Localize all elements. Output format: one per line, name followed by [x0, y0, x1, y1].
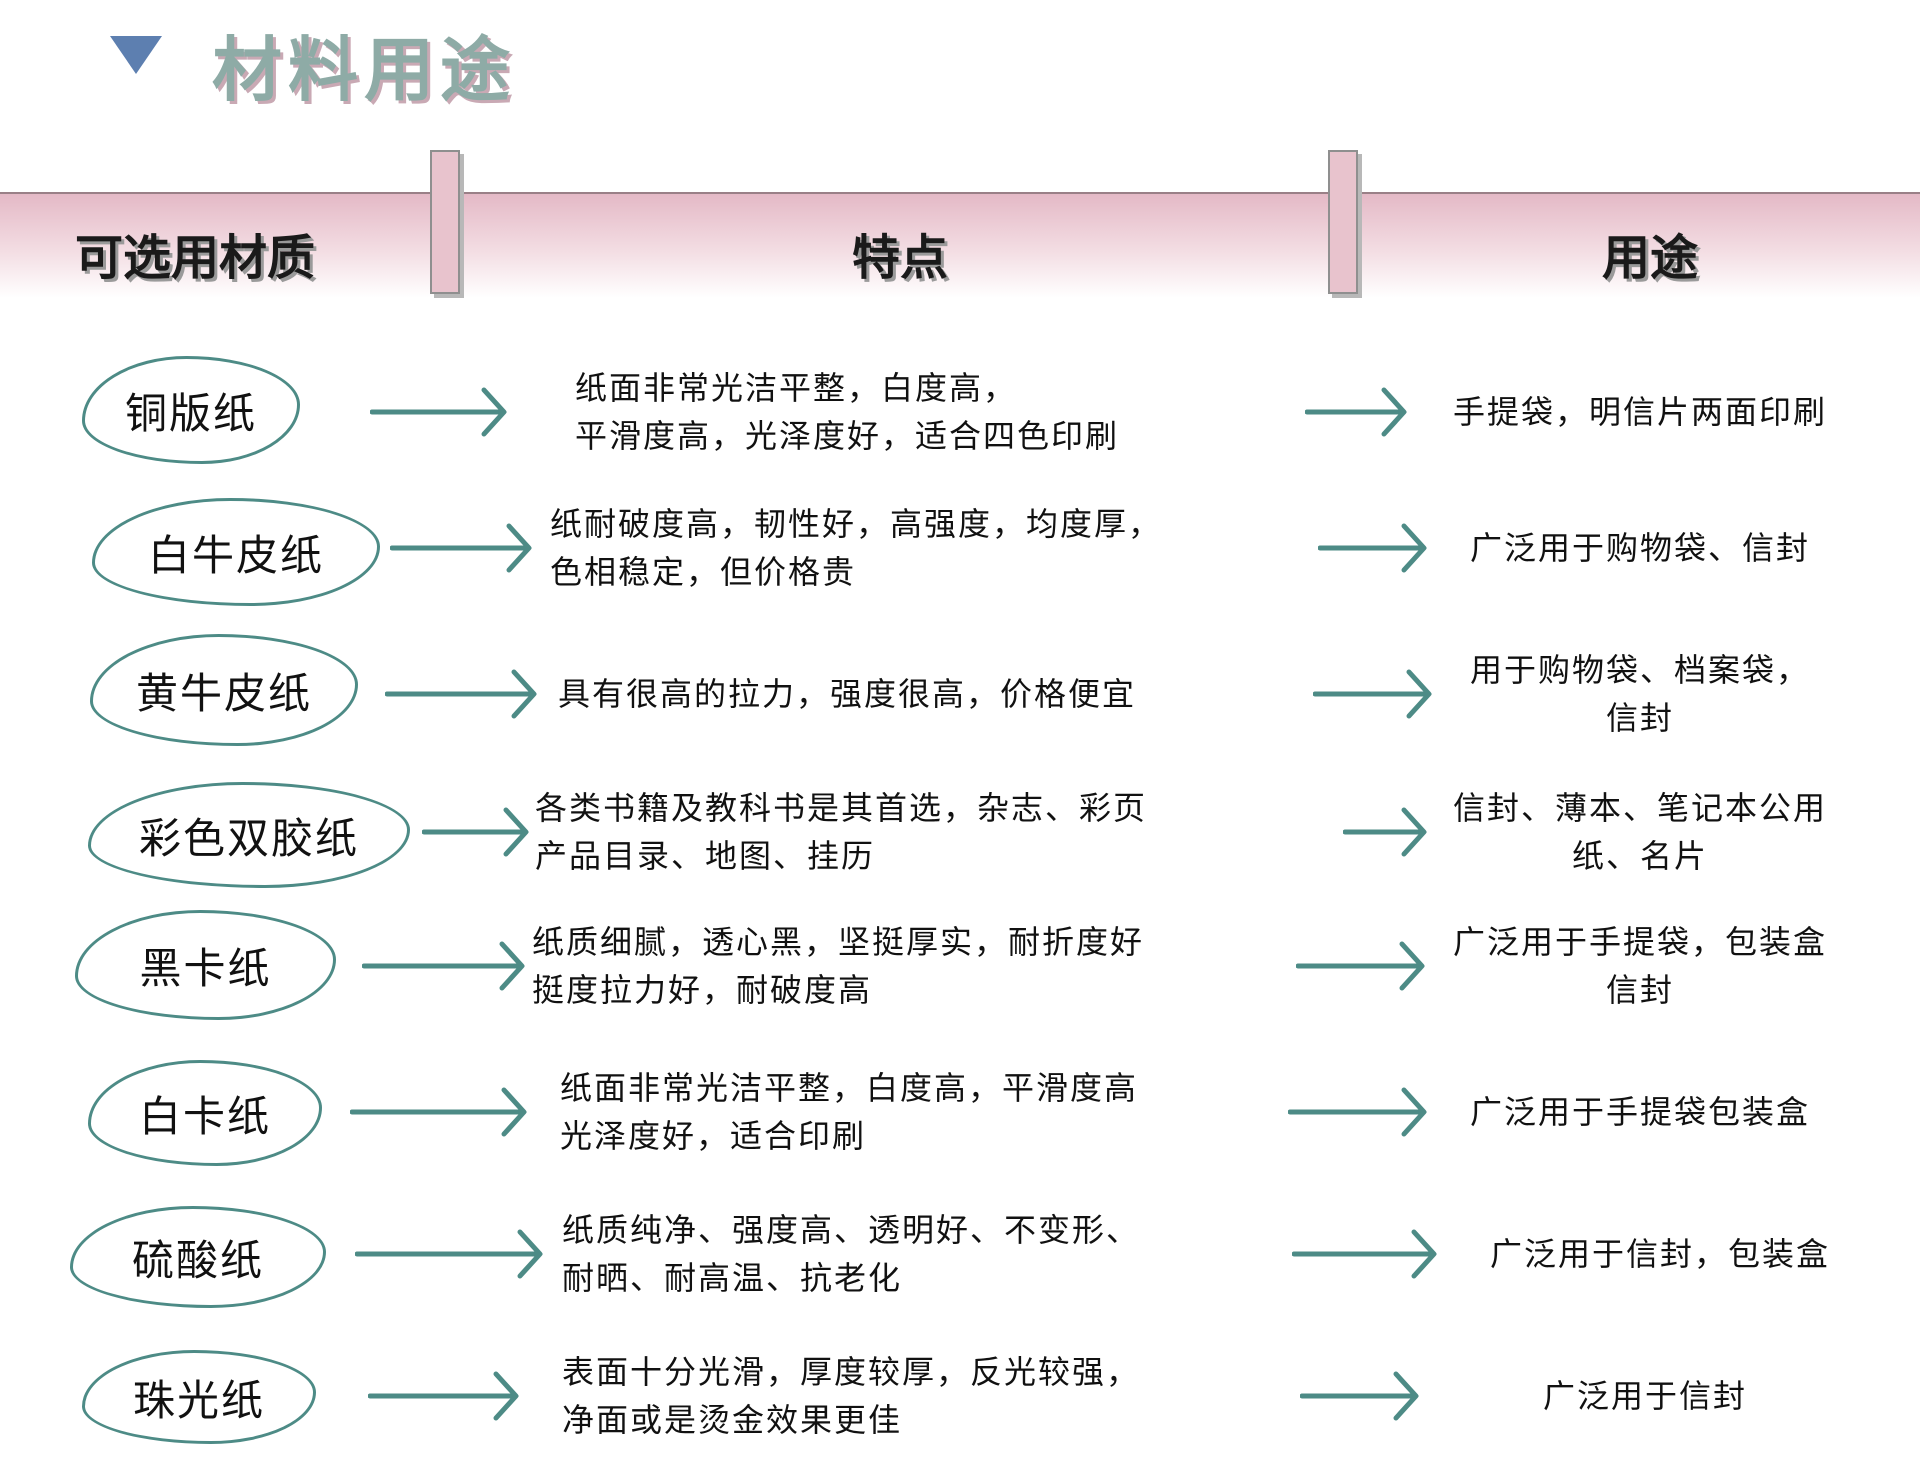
feature-line: 表面十分光滑，厚度较厚，反光较强， — [562, 1353, 1141, 1391]
usage-text: 广泛用于信封 — [1450, 1372, 1840, 1420]
usage-text: 广泛用于信封，包装盒 — [1460, 1230, 1860, 1278]
feature-line: 色相稳定，但价格贵 — [550, 553, 857, 591]
arrow-right-icon — [355, 1229, 543, 1279]
header-features: 特点 — [852, 230, 949, 286]
triangle-bullet-icon — [110, 36, 162, 74]
feature-text: 纸耐破度高，韧性好，高强度，均度厚， 色相稳定，但价格贵 — [550, 500, 1162, 596]
header-usage: 用途 — [1602, 230, 1699, 286]
material-name: 白卡纸 — [138, 1091, 271, 1141]
usage-line: 信封、薄本、笔记本公用 — [1452, 789, 1827, 827]
header-divider-right — [1328, 150, 1358, 294]
feature-text: 纸面非常光洁平整，白度高， 平滑度高，光泽度好，适合四色印刷 — [575, 364, 1119, 460]
material-label-cloud: 彩色双胶纸 — [88, 782, 410, 888]
feature-text: 具有很高的拉力，强度很高，价格便宜 — [558, 670, 1136, 718]
header-divider-left — [430, 150, 460, 294]
arrow-right-icon — [1296, 941, 1425, 991]
feature-line: 具有很高的拉力，强度很高，价格便宜 — [558, 675, 1137, 713]
arrow-right-icon — [1292, 1229, 1437, 1279]
feature-text: 纸质细腻，透心黑，坚挺厚实，耐折度好挺度拉力好，耐破度高 — [532, 918, 1144, 1014]
material-name: 黑卡纸 — [139, 943, 272, 993]
material-name: 硫酸纸 — [131, 1235, 264, 1285]
feature-line: 纸耐破度高，韧性好，高强度，均度厚， — [550, 505, 1163, 543]
usage-line: 纸、名片 — [1571, 837, 1708, 875]
usage-line: 广泛用于信封 — [1542, 1377, 1747, 1415]
material-label-cloud: 铜版纸 — [82, 356, 300, 464]
arrow-right-icon — [1343, 807, 1427, 857]
usage-line: 手提袋，明信片两面印刷 — [1452, 393, 1827, 431]
arrow-right-icon — [390, 523, 532, 573]
usage-line: 广泛用于购物袋、信封 — [1469, 529, 1810, 567]
feature-line: 产品目录、地图、挂历 — [535, 837, 876, 875]
arrow-right-icon — [368, 1371, 519, 1421]
arrow-right-icon — [370, 387, 507, 437]
title-area: 材料用途 — [0, 0, 1920, 130]
material-label-cloud: 白卡纸 — [88, 1060, 322, 1166]
feature-line: 纸质细腻，透心黑，坚挺厚实，耐折度好 — [532, 923, 1145, 961]
feature-text: 纸面非常光洁平整，白度高，平滑度高光泽度好，适合印刷 — [560, 1064, 1138, 1160]
feature-line: 纸面非常光洁平整，白度高，平滑度高 — [560, 1069, 1139, 1107]
material-label-cloud: 白牛皮纸 — [92, 498, 380, 606]
feature-line: 纸面非常光洁平整，白度高， — [575, 369, 1018, 407]
arrow-right-icon — [1288, 1087, 1427, 1137]
arrow-right-icon — [422, 807, 529, 857]
usage-text: 用于购物袋、档案袋， 信封 — [1440, 646, 1840, 742]
usage-text: 广泛用于手提袋包装盒 — [1440, 1088, 1840, 1136]
usage-line: 信封 — [1605, 699, 1674, 737]
table-header-band — [0, 192, 1920, 298]
arrow-right-icon — [385, 669, 537, 719]
header-material: 可选用材质 — [75, 230, 316, 286]
usage-line: 用于购物袋、档案袋， — [1469, 651, 1810, 689]
feature-line: 纸质纯净、强度高、透明好、不变形、 — [562, 1211, 1141, 1249]
arrow-right-icon — [1305, 387, 1407, 437]
usage-text: 手提袋，明信片两面印刷 — [1430, 388, 1850, 436]
feature-line: 光泽度好，适合印刷 — [560, 1117, 867, 1155]
material-name: 黄牛皮纸 — [135, 668, 312, 718]
feature-text: 表面十分光滑，厚度较厚，反光较强， 净面或是烫金效果更佳 — [562, 1348, 1140, 1444]
feature-line: 各类书籍及教科书是其首选，杂志、彩页 — [535, 789, 1148, 827]
feature-text: 纸质纯净、强度高、透明好、不变形、耐晒、耐高温、抗老化 — [562, 1206, 1140, 1302]
material-label-cloud: 珠光纸 — [82, 1350, 316, 1444]
material-label-cloud: 硫酸纸 — [70, 1206, 326, 1308]
usage-line: 广泛用于信封，包装盒 — [1489, 1235, 1830, 1273]
feature-line: 净面或是烫金效果更佳 — [562, 1401, 903, 1439]
feature-text: 各类书籍及教科书是其首选，杂志、彩页产品目录、地图、挂历 — [535, 784, 1147, 880]
arrow-right-icon — [1318, 523, 1427, 573]
material-name: 珠光纸 — [132, 1375, 265, 1425]
material-label-cloud: 黄牛皮纸 — [90, 634, 358, 746]
arrow-right-icon — [362, 941, 525, 991]
usage-text: 信封、薄本、笔记本公用纸、名片 — [1430, 784, 1850, 880]
usage-line: 广泛用于手提袋包装盒 — [1469, 1093, 1810, 1131]
page-title: 材料用途 — [212, 29, 516, 111]
usage-line: 广泛用于手提袋，包装盒 — [1452, 923, 1827, 961]
material-label-cloud: 黑卡纸 — [75, 910, 336, 1020]
usage-line: 信封 — [1605, 971, 1674, 1009]
feature-line: 耐晒、耐高温、抗老化 — [562, 1259, 903, 1297]
feature-line: 平滑度高，光泽度好，适合四色印刷 — [575, 417, 1120, 455]
arrow-right-icon — [1300, 1371, 1419, 1421]
arrow-right-icon — [1313, 669, 1432, 719]
feature-line: 挺度拉力好，耐破度高 — [532, 971, 873, 1009]
usage-text: 广泛用于购物袋、信封 — [1440, 524, 1840, 572]
arrow-right-icon — [350, 1087, 527, 1137]
material-name: 彩色双胶纸 — [138, 813, 359, 863]
material-name: 铜版纸 — [124, 388, 257, 438]
usage-text: 广泛用于手提袋，包装盒信封 — [1430, 918, 1850, 1014]
material-name: 白牛皮纸 — [147, 530, 324, 580]
